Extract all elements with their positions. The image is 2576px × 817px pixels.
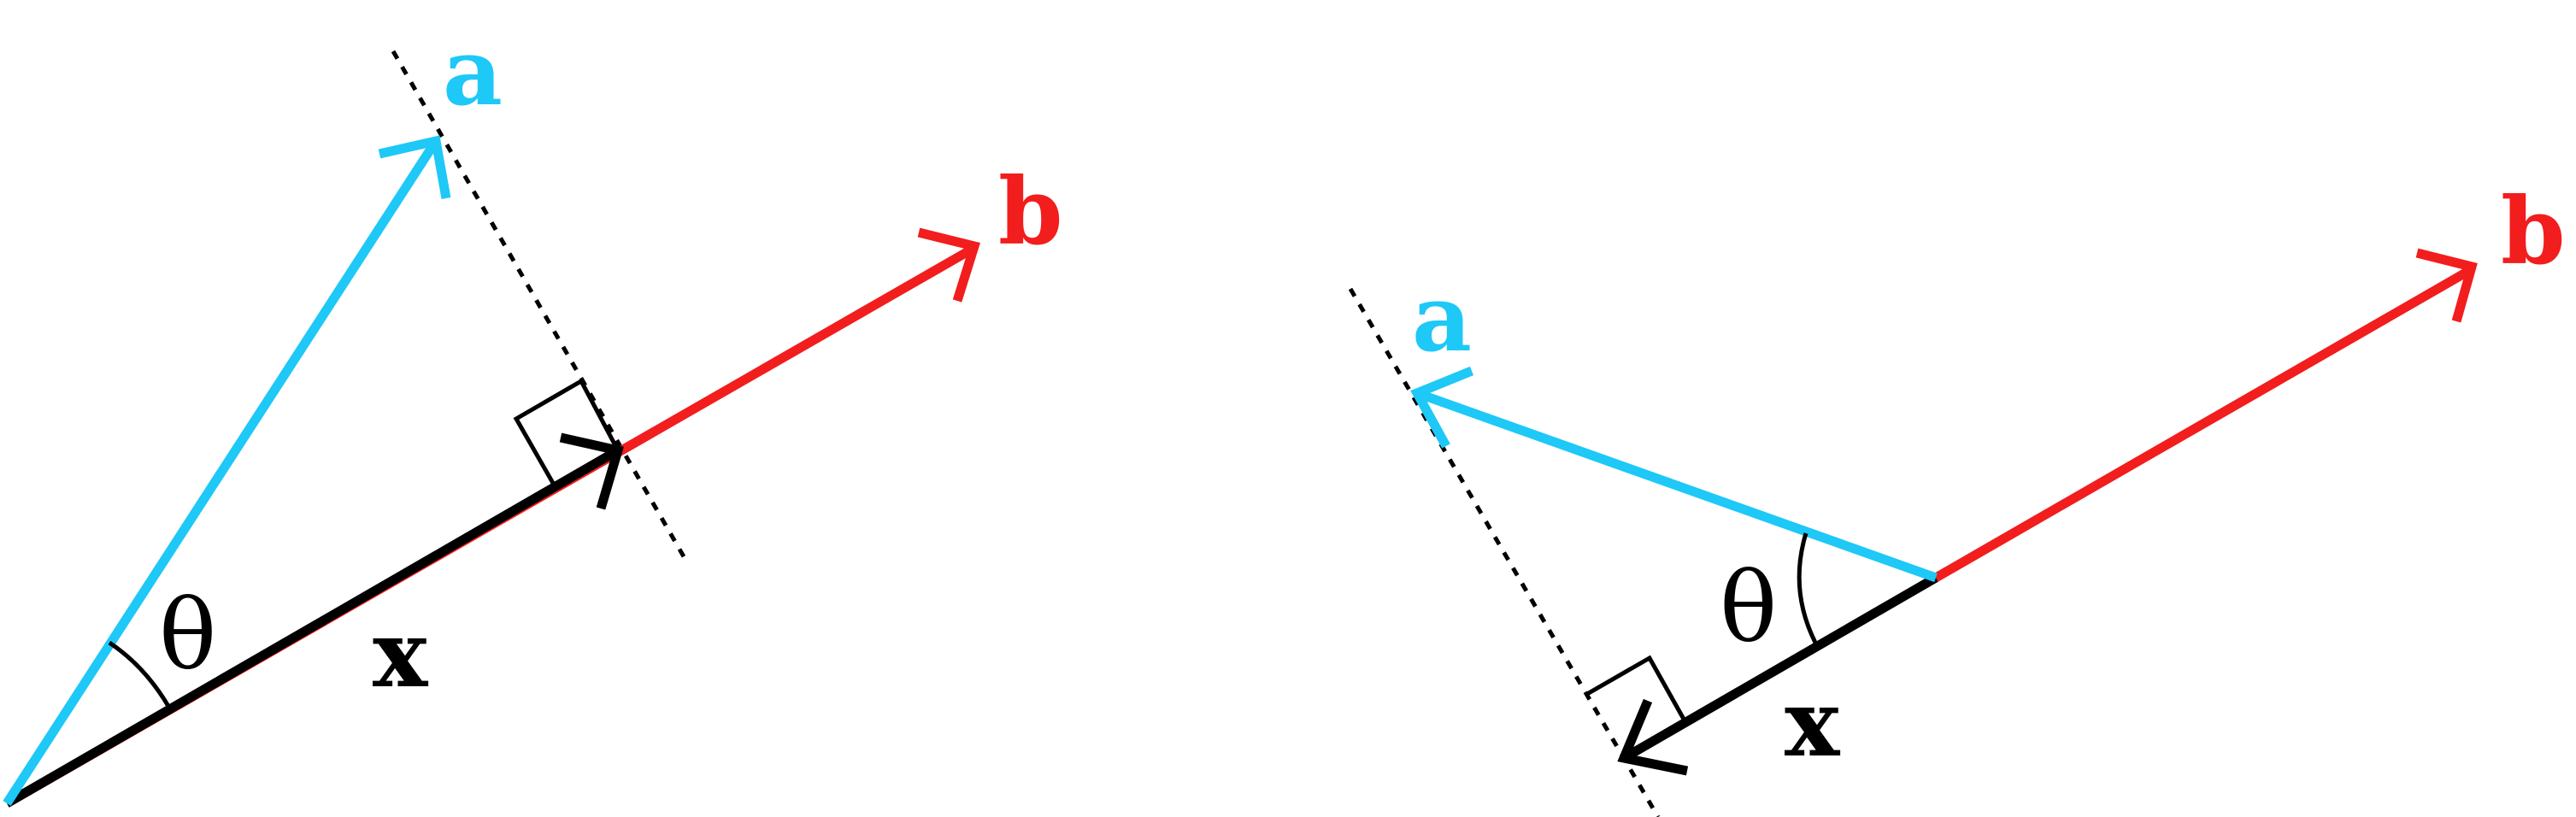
- left-vector-x: [4, 446, 620, 808]
- right-label-x: x: [1785, 670, 1841, 778]
- left-perpendicular-dotted-line: [391, 50, 691, 566]
- left-vector-a-arrowhead: [378, 135, 451, 199]
- left-vector-a: [3, 138, 440, 806]
- right-vector-a-arrowhead: [1410, 366, 1474, 449]
- left-label-theta: θ: [159, 580, 216, 691]
- left-right-angle-marker: [513, 378, 620, 486]
- left-vector-b-arrowhead: [917, 227, 980, 303]
- right-vector-b-arrowhead: [2415, 248, 2478, 323]
- right-theta-arc: [1797, 532, 1818, 644]
- left-theta-arc: [108, 640, 172, 709]
- right-label-theta: θ: [1720, 553, 1777, 664]
- left-figure: a b x θ: [3, 19, 1063, 808]
- left-label-b: b: [998, 158, 1063, 266]
- left-label-x: x: [373, 601, 429, 708]
- right-label-a: a: [1412, 265, 1472, 373]
- right-perpendicular-dotted-line: [1348, 287, 1661, 817]
- right-label-b: b: [2501, 178, 2566, 285]
- right-vector-x: [1621, 573, 1938, 762]
- right-right-angle-marker: [1585, 655, 1688, 724]
- left-label-a: a: [443, 19, 503, 126]
- right-figure: a b x θ: [1348, 178, 2566, 817]
- right-vector-x-arrowhead: [1617, 698, 1689, 776]
- right-vector-a: [1415, 388, 1938, 583]
- right-vector-b: [1933, 265, 2474, 582]
